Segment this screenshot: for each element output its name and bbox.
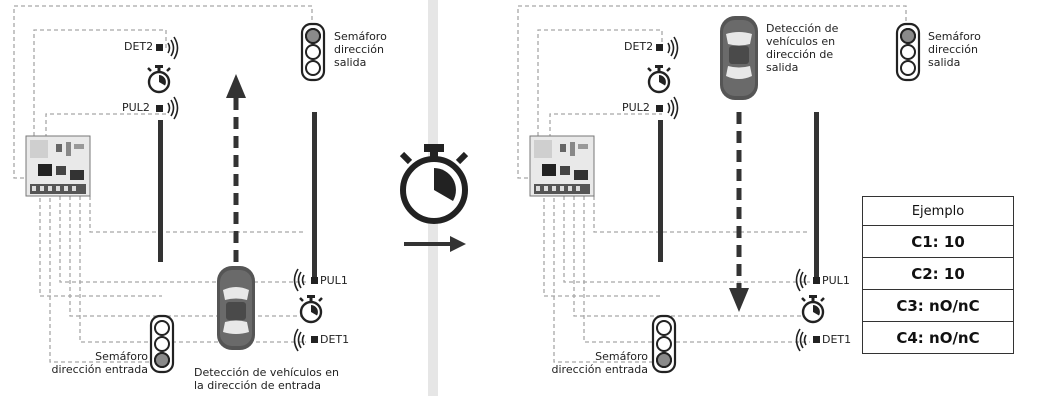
det2-label: DET2	[624, 40, 654, 53]
pul1-sensor	[813, 277, 820, 284]
road-left	[658, 120, 663, 262]
entry-light-active	[656, 352, 672, 368]
stopwatch-icon	[298, 293, 324, 324]
det2-sensor	[156, 44, 163, 51]
stopwatch-icon	[646, 63, 672, 94]
det1-label: DET1	[822, 333, 852, 346]
pul1-label: PUL1	[320, 274, 348, 287]
example-table: Ejemplo C1: 10 C2: 10 C3: nO/nC C4: nO/n…	[862, 196, 1014, 354]
det1-sensor	[311, 336, 318, 343]
controller-board	[25, 135, 91, 197]
pul2-sensor	[156, 105, 163, 112]
stopwatch-icon	[800, 293, 826, 324]
entry-arrow-head	[226, 74, 246, 98]
pul2-label: PUL2	[122, 101, 150, 114]
det1-waves	[795, 328, 807, 352]
entry-light-active	[154, 352, 170, 368]
exit-light-label: Semáforo dirección salida	[928, 30, 981, 69]
det2-waves	[167, 36, 179, 60]
table-row: C1: 10	[862, 225, 1014, 258]
entry-light-label: Semáforo dirección entrada	[551, 350, 648, 376]
vehicle-entry-caption: Detección de vehículos en la dirección d…	[194, 366, 339, 392]
car-entry	[217, 266, 255, 350]
left-panel	[13, 5, 326, 374]
det2-waves	[667, 36, 679, 60]
pul2-sensor	[656, 105, 663, 112]
table-row: C3: nO/nC	[862, 289, 1014, 322]
controller-board	[529, 135, 595, 197]
vehicle-exit-caption: Detección de vehículos en dirección de s…	[766, 22, 839, 74]
pul1-label: PUL1	[822, 274, 850, 287]
exit-light-active	[305, 28, 321, 44]
det2-label: DET2	[124, 40, 154, 53]
pul2-waves	[167, 96, 179, 120]
pul2-waves	[667, 96, 679, 120]
pul1-waves	[293, 268, 305, 292]
table-row: C2: 10	[862, 257, 1014, 290]
road-right	[814, 112, 819, 282]
pul1-sensor	[311, 277, 318, 284]
car-exit	[720, 16, 758, 100]
center-timer	[399, 144, 469, 252]
det1-sensor	[813, 336, 820, 343]
table-row: C4: nO/nC	[862, 321, 1014, 354]
right-panel	[517, 5, 921, 374]
pul1-waves	[795, 268, 807, 292]
det1-waves	[293, 328, 305, 352]
exit-light-label: Semáforo dirección salida	[334, 30, 387, 69]
exit-light-active	[900, 28, 916, 44]
table-header: Ejemplo	[862, 196, 1014, 226]
pul2-label: PUL2	[622, 101, 650, 114]
stopwatch-icon	[146, 63, 172, 94]
exit-arrow-head	[729, 288, 749, 312]
det1-label: DET1	[320, 333, 350, 346]
road-right	[312, 112, 317, 282]
det2-sensor	[656, 44, 663, 51]
entry-light-label: Semáforo dirección entrada	[51, 350, 148, 376]
road-left	[158, 120, 163, 262]
